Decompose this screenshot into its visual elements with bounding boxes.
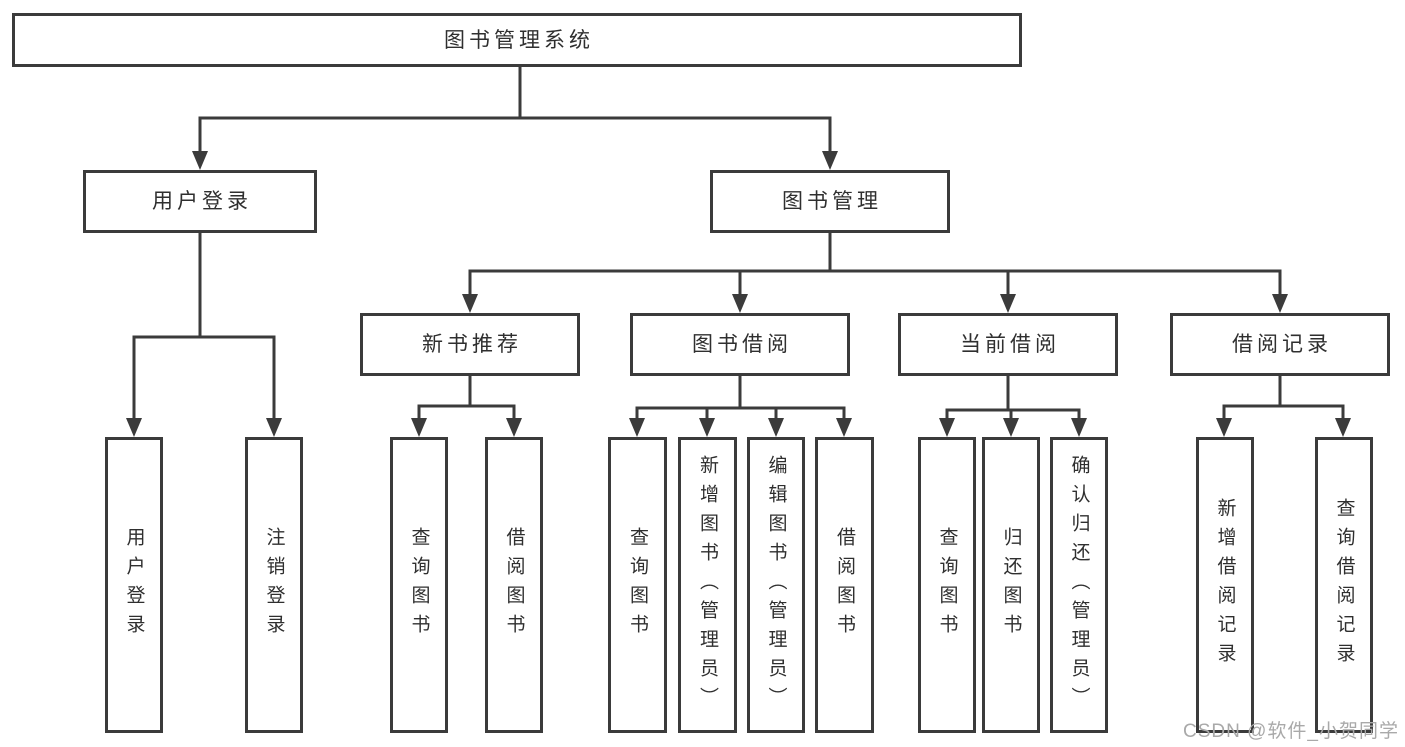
leaf-add-books-admin: 新增图书（管理员） <box>678 437 737 733</box>
watermark-text: CSDN @软件_小贺同学 <box>1183 721 1399 742</box>
node-label: 查询图书 <box>408 527 430 643</box>
leaf-return-books: 归还图书 <box>982 437 1040 733</box>
node-label: 借阅图书 <box>503 527 525 643</box>
node-book-management: 图书管理 <box>710 170 950 233</box>
leaf-query-books-current: 查询图书 <box>918 437 976 733</box>
leaf-logout: 注销登录 <box>245 437 303 733</box>
node-label: 图书管理 <box>782 190 882 213</box>
node-library-management-system: 图书管理系统 <box>12 13 1022 67</box>
edge-lines <box>132 65 1345 421</box>
node-current-borrowing: 当前借阅 <box>898 313 1118 376</box>
node-label: 借阅记录 <box>1232 333 1332 356</box>
leaf-edit-books-admin: 编辑图书（管理员） <box>747 437 805 733</box>
leaf-borrow-books: 借阅图书 <box>815 437 874 733</box>
node-label: 用户登录 <box>123 527 145 643</box>
leaf-borrow-books-recommend: 借阅图书 <box>485 437 543 733</box>
node-user-login: 用户登录 <box>83 170 317 233</box>
node-label: 查询图书 <box>627 527 648 643</box>
node-label: 查询借阅记录 <box>1333 498 1355 672</box>
node-label: 当前借阅 <box>960 333 1060 356</box>
node-label: 图书借阅 <box>692 333 792 356</box>
node-borrowing-records: 借阅记录 <box>1170 313 1390 376</box>
node-label: 新书推荐 <box>422 333 522 356</box>
node-label: 注销登录 <box>263 527 285 643</box>
node-label: 编辑图书（管理员） <box>765 454 787 716</box>
leaf-query-books-borrow: 查询图书 <box>608 437 667 733</box>
arrowheads <box>126 151 1351 437</box>
node-label: 借阅图书 <box>834 527 855 643</box>
leaf-query-borrow-record: 查询借阅记录 <box>1315 437 1373 733</box>
leaf-user-login: 用户登录 <box>105 437 163 733</box>
node-book-borrowing: 图书借阅 <box>630 313 850 376</box>
leaf-confirm-return-admin: 确认归还（管理员） <box>1050 437 1108 733</box>
node-label: 确认归还（管理员） <box>1068 454 1090 716</box>
leaf-query-books-recommend: 查询图书 <box>390 437 448 733</box>
node-label: 新增借阅记录 <box>1214 498 1236 672</box>
node-label: 用户登录 <box>152 190 252 213</box>
node-label: 归还图书 <box>1000 527 1022 643</box>
node-label: 查询图书 <box>936 527 958 643</box>
leaf-add-borrow-record: 新增借阅记录 <box>1196 437 1254 733</box>
node-label: 图书管理系统 <box>444 28 594 52</box>
node-label: 新增图书（管理员） <box>697 454 718 716</box>
node-new-book-recommendation: 新书推荐 <box>360 313 580 376</box>
